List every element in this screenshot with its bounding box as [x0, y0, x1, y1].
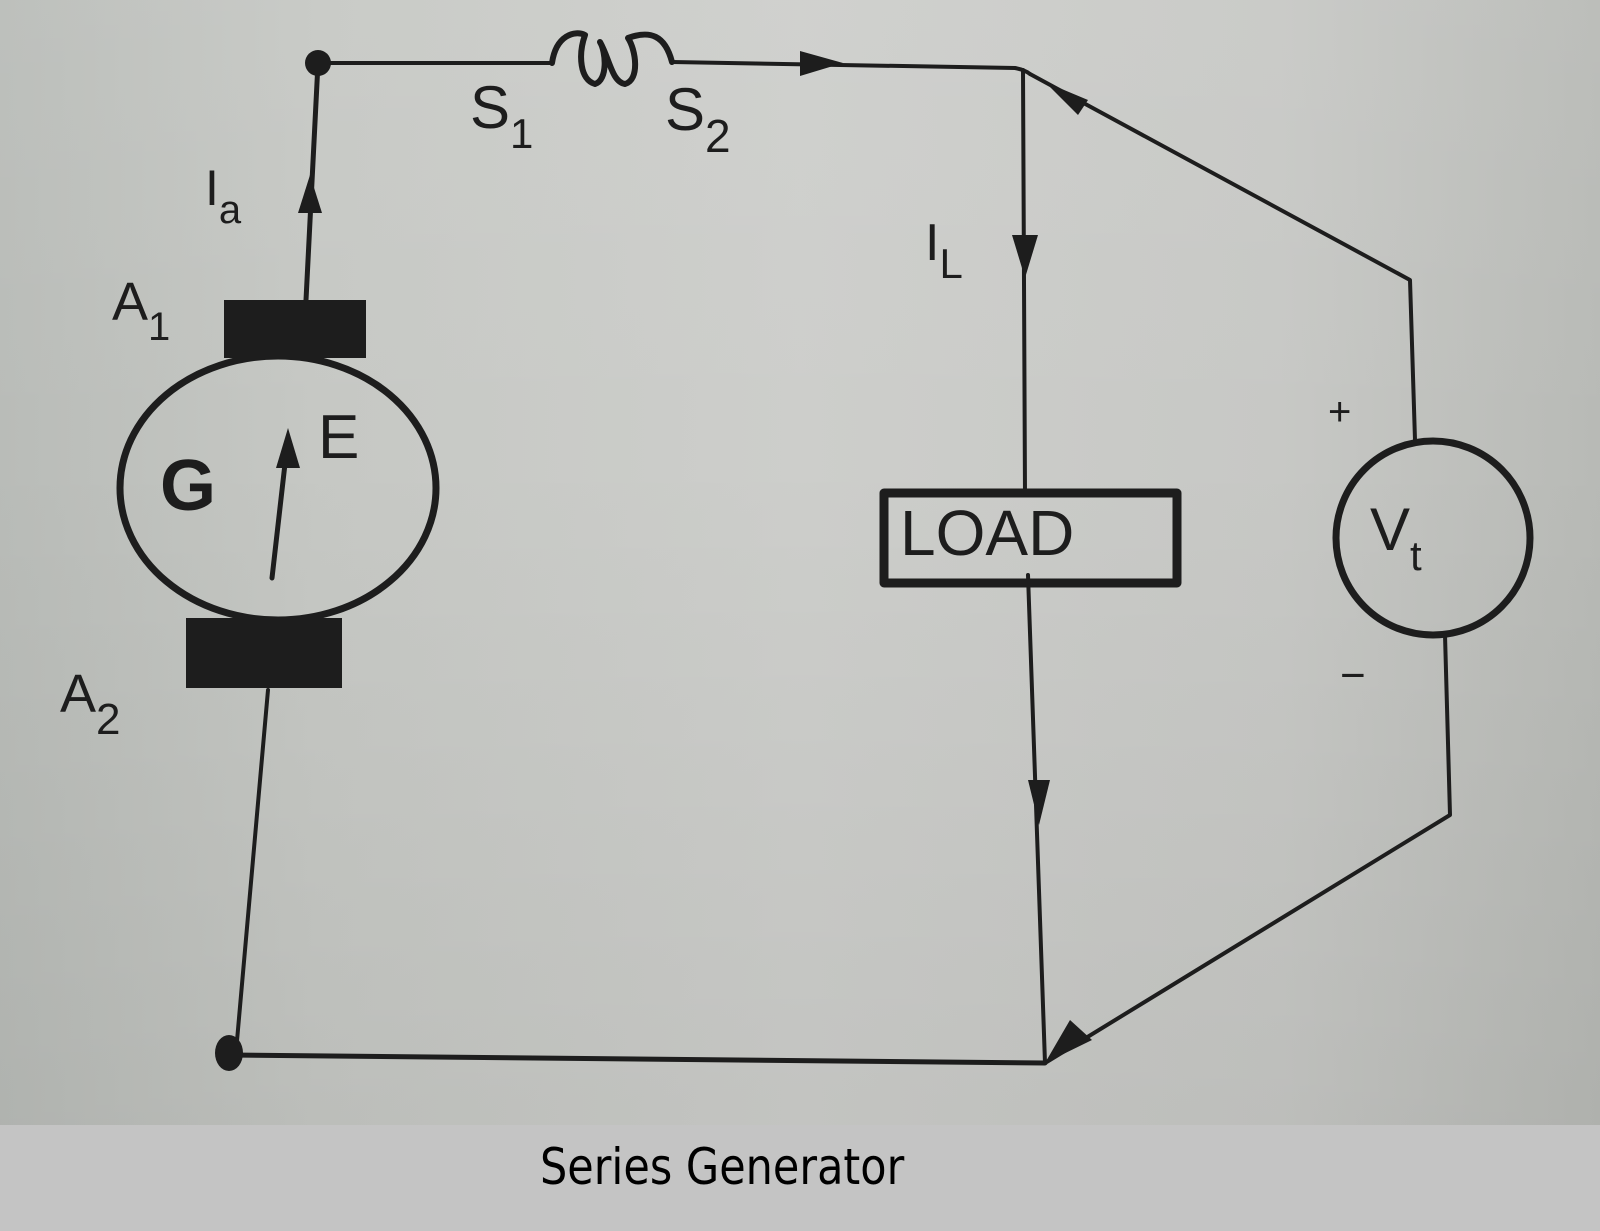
top-node — [305, 50, 331, 76]
brush-a1 — [224, 300, 366, 358]
emf-label: E — [318, 403, 359, 472]
load-current-label: IL — [925, 214, 963, 287]
series-field-s2-label: S2 — [665, 76, 731, 162]
figure-caption: Series Generator — [540, 1138, 905, 1196]
bottom-node — [215, 1035, 243, 1071]
wire-bottom — [227, 1052, 1048, 1066]
armature-current-label: Ia — [205, 160, 242, 232]
voltmeter-circle — [1332, 437, 1534, 639]
terminal-a1-label: A1 — [112, 272, 170, 349]
wire-load-top — [1021, 68, 1027, 497]
series-field-s1-label: S1 — [470, 74, 533, 157]
load-current-arrow — [1012, 235, 1038, 278]
wire-voltmeter-bottom — [1043, 633, 1452, 1065]
wire-top-right — [670, 60, 1032, 76]
voltmeter-return-arrow — [1045, 1020, 1092, 1063]
load-current-arrow-lower — [1028, 780, 1050, 825]
armature-current-arrow — [298, 175, 322, 213]
caption-bar — [0, 1125, 1600, 1231]
brush-a2 — [186, 618, 342, 688]
series-field-coil — [549, 30, 675, 87]
wire-armature-bottom — [234, 688, 270, 1054]
voltmeter-label: Vt — [1370, 496, 1422, 579]
emf-arrow-shaft — [269, 452, 289, 581]
load-label: LOAD — [900, 497, 1074, 569]
voltmeter-negative-label: − — [1340, 651, 1366, 700]
voltmeter-top-arrow — [1045, 82, 1088, 115]
wire-load-bottom — [1026, 573, 1047, 1065]
series-current-arrow — [800, 51, 843, 76]
series-generator-circuit: Ia A1 A2 G E S1 S2 IL LOAD Vt + − — [60, 30, 1534, 1071]
emf-arrowhead — [276, 428, 300, 468]
photo-shading — [0, 0, 1600, 1125]
diagram-photo — [0, 0, 1600, 1125]
terminal-a2-label: A2 — [60, 664, 121, 744]
load-box — [879, 488, 1182, 588]
wire-voltmeter-top — [1028, 72, 1417, 442]
voltmeter-positive-label: + — [1328, 390, 1351, 434]
generator-label: G — [160, 446, 216, 526]
